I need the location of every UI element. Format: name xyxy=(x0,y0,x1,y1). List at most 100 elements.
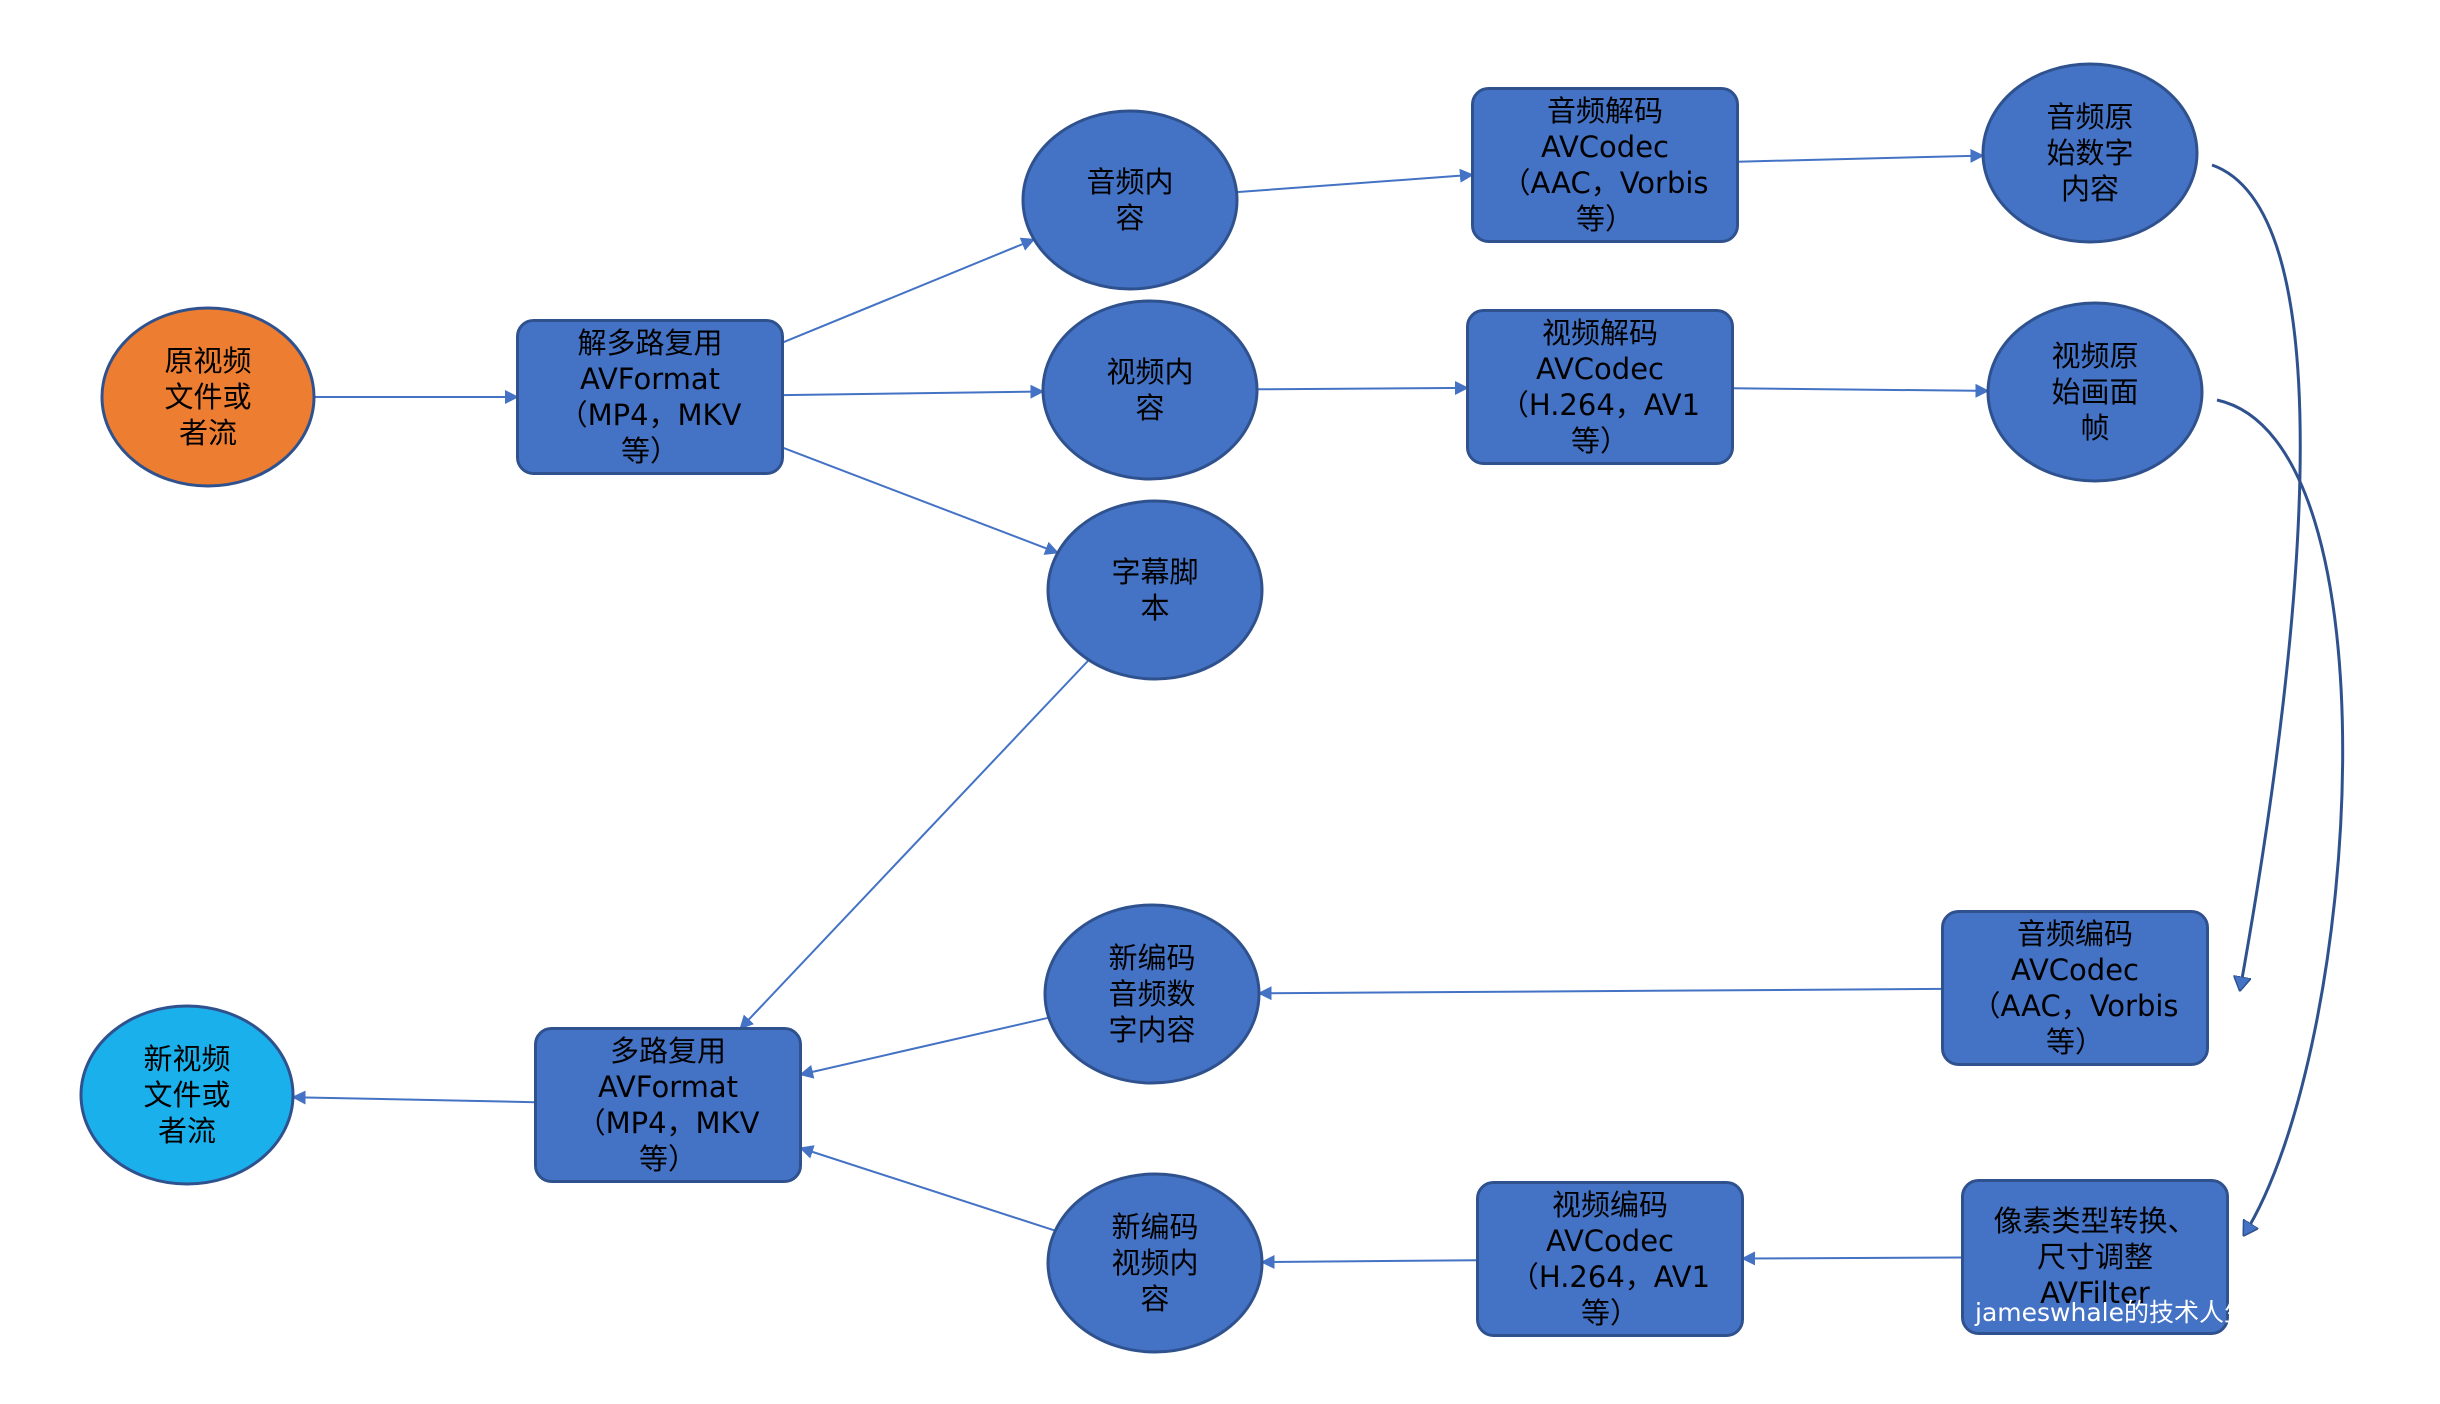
node-shape-new-video xyxy=(1046,1172,1264,1354)
node-label-demux: 等） xyxy=(621,434,679,468)
node-label-demux: 解多路复用 xyxy=(577,326,722,360)
node-label-demux: （MP4，MKV xyxy=(559,398,742,432)
node-label-audio-encode: 音频编码 xyxy=(2017,917,2133,951)
node-label-raw-video: 帧 xyxy=(2080,411,2109,445)
node-label-raw-video: 视频原 xyxy=(2051,339,2138,373)
node-shape-audio-decode xyxy=(1471,87,1739,243)
node-label-new-audio: 新编码 xyxy=(1108,941,1195,975)
node-label-mux: 等） xyxy=(639,1142,697,1176)
node-label-new-audio: 字内容 xyxy=(1108,1013,1195,1047)
node-label-raw-audio: 音频原 xyxy=(2046,100,2133,134)
node-shape-video-decode xyxy=(1466,309,1734,465)
node-label-new-video: 新编码 xyxy=(1111,1210,1198,1244)
node-label-audio-decode: 等） xyxy=(1576,202,1634,236)
node-label-new-video: 视频内 xyxy=(1111,1246,1198,1280)
node-label-raw-video: 始画面 xyxy=(2051,375,2138,409)
node-label-audio-content: 音频内 xyxy=(1086,165,1173,199)
node-label-filter: AVFilter xyxy=(2040,1276,2150,1310)
node-shape-raw-video xyxy=(1986,301,2204,483)
node-shape-output xyxy=(79,1004,295,1186)
node-label-audio-decode: （AAC，Vorbis xyxy=(1501,166,1708,200)
node-label-new-audio: 音频数 xyxy=(1108,977,1195,1011)
edge-mux-to-output xyxy=(291,1090,536,1105)
edge-audio-decode-to-raw-audio xyxy=(1737,148,1985,163)
node-label-video-decode: 视频解码 xyxy=(1542,316,1658,350)
node-label-demux: AVFormat xyxy=(580,362,720,396)
edge-demux-to-subtitle-script xyxy=(782,446,1060,555)
node-label-audio-decode: AVCodec xyxy=(1541,130,1669,164)
edge-demux-to-audio-content xyxy=(782,237,1036,344)
node-label-audio-encode: 等） xyxy=(2046,1025,2104,1059)
edge-video-decode-to-raw-video xyxy=(1732,383,1990,398)
node-shape-mux xyxy=(534,1027,802,1183)
node-label-output: 新视频 xyxy=(143,1042,230,1076)
watermark-text: jameswhale的技术人生 xyxy=(1975,1298,2249,1327)
node-shape-video-content xyxy=(1041,299,1259,481)
node-shape-audio-encode xyxy=(1941,910,2209,1066)
node-shape-subtitle-script xyxy=(1046,499,1264,681)
node-label-video-encode: 等） xyxy=(1581,1296,1639,1330)
node-label-source: 者流 xyxy=(179,416,237,450)
node-label-video-content: 容 xyxy=(1135,391,1164,425)
node-label-source: 文件或 xyxy=(164,380,251,414)
node-label-video-encode: 视频编码 xyxy=(1552,1188,1668,1222)
node-label-video-decode: 等） xyxy=(1571,424,1629,458)
node-label-filter: 像素类型转换、 xyxy=(1993,1204,2196,1238)
node-shape-raw-audio xyxy=(1981,62,2199,244)
node-label-audio-decode: 音频解码 xyxy=(1547,94,1663,128)
edge-audio-content-to-audio-decode xyxy=(1236,168,1474,194)
node-label-audio-encode: AVCodec xyxy=(2011,953,2139,987)
node-shape-audio-content xyxy=(1021,109,1239,291)
node-label-audio-encode: （AAC，Vorbis xyxy=(1971,989,2178,1023)
node-label-video-content: 视频内 xyxy=(1106,355,1193,389)
node-shape-demux xyxy=(516,319,784,475)
node-label-mux: 多路复用 xyxy=(610,1034,726,1068)
node-label-video-decode: AVCodec xyxy=(1536,352,1664,386)
node-shape-video-encode xyxy=(1476,1181,1744,1337)
edge-new-audio-to-mux xyxy=(799,1016,1050,1079)
node-label-subtitle-script: 本 xyxy=(1140,591,1169,625)
node-label-mux: AVFormat xyxy=(598,1070,738,1104)
node-label-audio-content: 容 xyxy=(1115,201,1144,235)
node-shape-filter xyxy=(1961,1179,2229,1335)
node-shape-new-audio xyxy=(1043,903,1261,1085)
edge-filter-to-video-encode xyxy=(1741,1251,1963,1266)
edge-audio-encode-to-new-audio xyxy=(1257,986,1943,1001)
edge-raw-audio-to-audio-encode xyxy=(2211,163,2302,990)
node-label-subtitle-script: 字幕脚 xyxy=(1111,555,1198,589)
node-label-video-encode: （H.264，AV1 xyxy=(1510,1260,1710,1294)
edge-demux-to-video-content xyxy=(782,384,1045,399)
node-label-raw-audio: 内容 xyxy=(2061,172,2119,206)
node-label-new-video: 容 xyxy=(1140,1282,1169,1316)
node-label-video-decode: （H.264，AV1 xyxy=(1500,388,1700,422)
edge-raw-video-to-filter xyxy=(2216,398,2345,1235)
node-label-video-encode: AVCodec xyxy=(1546,1224,1674,1258)
edge-video-content-to-video-decode xyxy=(1256,380,1469,395)
edge-new-video-to-mux xyxy=(799,1145,1056,1232)
node-label-output: 者流 xyxy=(158,1114,216,1148)
node-label-mux: （MP4，MKV xyxy=(577,1106,760,1140)
node-label-output: 文件或 xyxy=(143,1078,230,1112)
edge-subtitle-script-to-mux xyxy=(739,659,1090,1030)
edge-video-encode-to-new-video xyxy=(1260,1254,1478,1269)
node-label-source: 原视频 xyxy=(164,344,251,378)
node-shape-source xyxy=(100,306,316,488)
node-label-raw-audio: 始数字 xyxy=(2046,136,2133,170)
